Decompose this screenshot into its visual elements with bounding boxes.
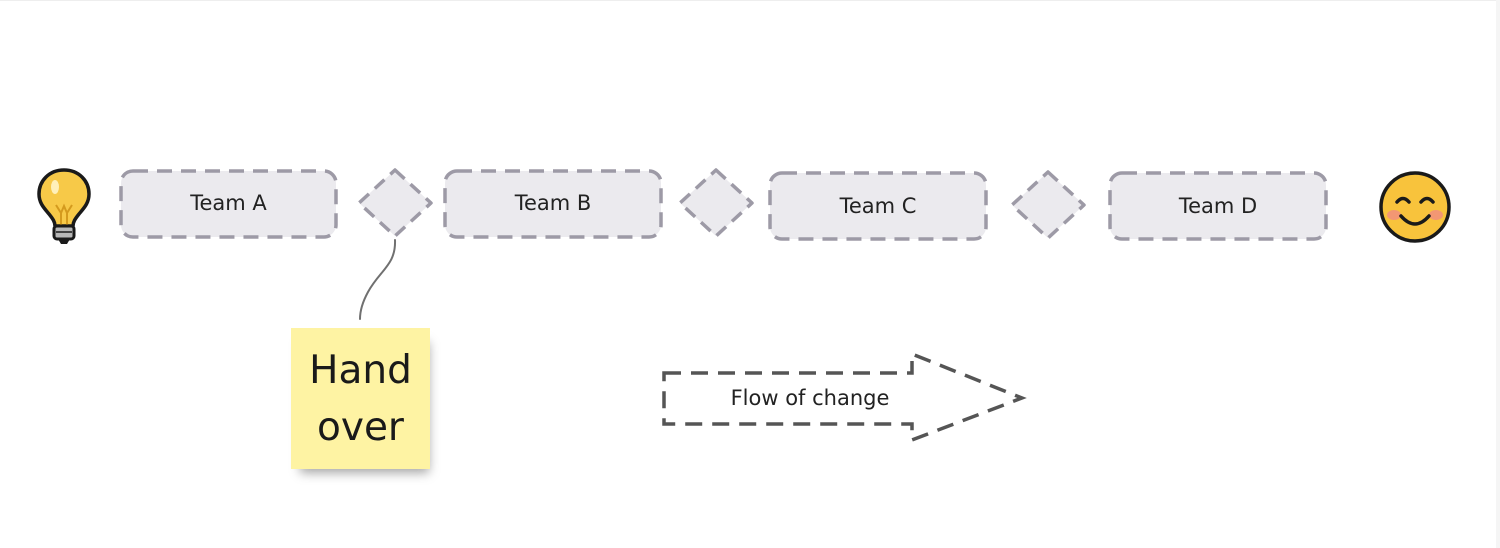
stage-label-team-c: Team C	[839, 194, 917, 218]
handover-diamond-3[interactable]	[1010, 170, 1086, 240]
sticky-note-line-1: Hand	[309, 347, 412, 393]
light-bulb-icon	[37, 168, 91, 244]
stage-label-team-b: Team B	[514, 191, 592, 215]
handover-diamond-2[interactable]	[678, 168, 754, 238]
right-edge	[1496, 0, 1500, 548]
flow-arrow-outline[interactable]	[662, 351, 1027, 443]
flow-arrow-label: Flow of change	[730, 386, 890, 410]
sticky-note-line-2: over	[317, 404, 404, 450]
stage-box-team-a[interactable]	[119, 169, 338, 239]
stage-label-team-a: Team A	[190, 191, 267, 215]
smiling-face-icon	[1379, 171, 1451, 243]
stage-box-team-c[interactable]	[768, 171, 988, 241]
stage-box-team-d[interactable]	[1108, 171, 1328, 241]
top-divider	[0, 0, 1500, 1]
stage-label-team-d: Team D	[1178, 194, 1258, 218]
handover-sticky-note[interactable]: Hand over	[291, 328, 430, 469]
handover-diamond-1[interactable]	[357, 168, 433, 238]
stage-box-team-b[interactable]	[443, 169, 663, 239]
sticky-connector-line	[359, 239, 397, 320]
